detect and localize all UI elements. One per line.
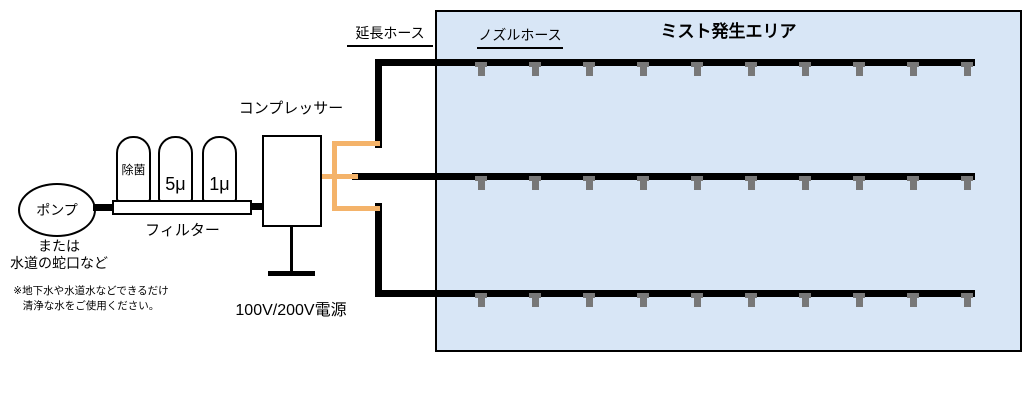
filter-to-compressor-pipe — [250, 203, 264, 210]
hose-riser-bottom — [375, 203, 382, 297]
hose-line-middle — [352, 173, 975, 180]
compressor-box — [262, 135, 322, 227]
filter-capsule-label: 1μ — [209, 174, 230, 194]
hose-line-top — [375, 59, 975, 66]
pump-ellipse: ポンプ — [18, 183, 96, 237]
or-text-line1: または — [38, 238, 80, 254]
hose-line-bottom — [375, 290, 975, 297]
extension-hose-label: 延長ホース — [347, 23, 433, 47]
pump-to-filter-pipe — [93, 204, 114, 211]
compressor-label: コンプレッサー — [238, 100, 344, 117]
filter-capsule-5micron: 5μ — [158, 136, 193, 202]
or-text-line2: 水道の蛇口など — [10, 255, 108, 271]
hose-riser-top — [375, 59, 382, 148]
filter-capsule-label: 5μ — [165, 174, 186, 194]
filter-label: フィルター — [145, 222, 220, 239]
manifold-branch-middle — [332, 174, 358, 179]
note-line1: ※地下水や水道水などできるだけ — [13, 285, 169, 297]
ground-symbol — [268, 271, 315, 276]
power-cord — [290, 227, 293, 272]
nozzle-hose-label: ノズルホース — [477, 25, 563, 49]
filter-capsule-label: 除菌 — [121, 162, 146, 177]
mist-area-title: ミスト発生エリア — [660, 22, 797, 41]
pump-label: ポンプ — [36, 202, 78, 218]
manifold-branch-top — [332, 141, 380, 146]
note-line2: 清浄な水をご使用ください。 — [22, 300, 160, 312]
filter-manifold-bar — [112, 200, 252, 215]
water-source-note: または 水道の蛇口など — [0, 238, 118, 272]
filter-capsule-1micron: 1μ — [202, 136, 237, 202]
power-label: 100V/200V電源 — [235, 302, 347, 319]
clean-water-note: ※地下水や水道水などできるだけ 清浄な水をご使用ください。 — [0, 284, 182, 314]
manifold-connector — [322, 174, 336, 179]
filter-capsule-sterilize: 除菌 — [116, 136, 151, 202]
manifold-branch-bottom — [332, 206, 380, 211]
